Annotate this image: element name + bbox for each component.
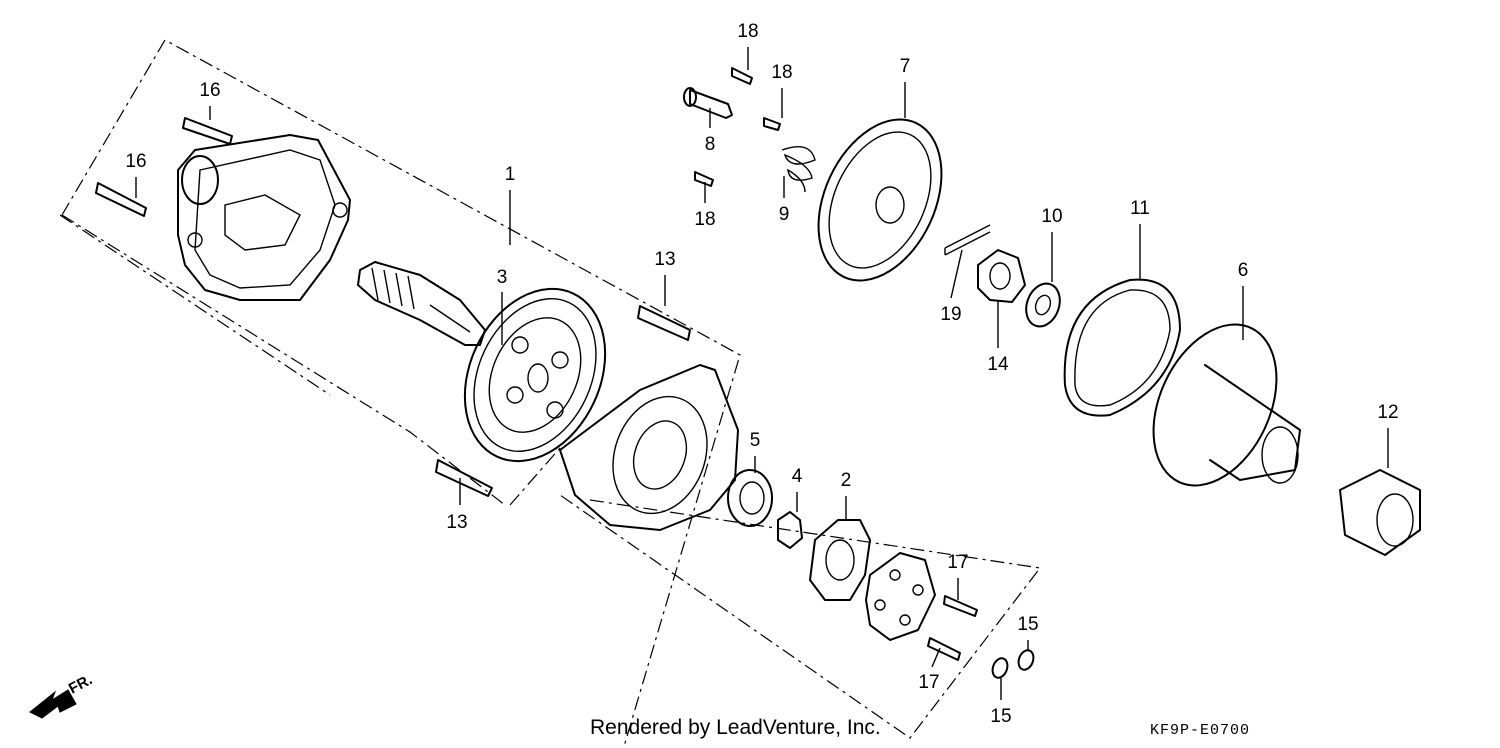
part-nut xyxy=(977,249,1026,303)
callout-7: 7 xyxy=(900,56,911,77)
callout-4: 4 xyxy=(792,466,803,487)
leader-lines xyxy=(135,47,1389,700)
part-outer-rotor xyxy=(727,469,773,527)
callout-10: 10 xyxy=(1041,206,1062,227)
callout-19: 19 xyxy=(940,304,961,325)
callout-16: 16 xyxy=(199,80,220,101)
part-washer xyxy=(1025,282,1061,328)
part-driven-gear xyxy=(463,287,607,463)
callout-14: 14 xyxy=(987,354,1009,375)
callout-13: 13 xyxy=(654,249,675,270)
part-drive-shaft xyxy=(357,261,486,346)
callout-1: 1 xyxy=(505,164,516,185)
callout-18: 18 xyxy=(737,21,758,42)
callout-17: 17 xyxy=(947,552,968,573)
part-pin xyxy=(683,87,733,119)
render-credit: Rendered by LeadVenture, Inc. xyxy=(590,716,881,739)
callout-6: 6 xyxy=(1238,260,1249,281)
callout-8: 8 xyxy=(705,134,716,155)
part-clip xyxy=(944,224,991,256)
callout-12: 12 xyxy=(1377,402,1398,423)
callout-13: 13 xyxy=(446,512,467,533)
part-spring xyxy=(781,146,816,193)
diagram-code: KF9P-E0700 xyxy=(1150,722,1251,739)
callout-3: 3 xyxy=(497,267,508,288)
callout-5: 5 xyxy=(750,430,761,451)
part-screws-18 xyxy=(694,67,781,187)
front-arrow-icon xyxy=(29,689,77,719)
group-outline xyxy=(59,39,1042,748)
callout-16: 16 xyxy=(125,151,146,172)
part-gasket xyxy=(1063,278,1181,417)
part-pump-housing xyxy=(1152,323,1301,487)
callout-9: 9 xyxy=(779,204,790,225)
part-pump-cover xyxy=(559,364,739,531)
part-inner-rotor xyxy=(777,511,803,549)
part-cover-plate xyxy=(865,552,936,641)
callout-18: 18 xyxy=(771,62,792,83)
callout-15: 15 xyxy=(1017,614,1038,635)
part-bolts xyxy=(95,117,978,661)
part-strainer-cover xyxy=(817,118,943,282)
part-oil-pump-body xyxy=(177,134,351,301)
part-orings xyxy=(991,649,1035,679)
callout-11: 11 xyxy=(1130,198,1150,219)
callout-17: 17 xyxy=(918,672,939,693)
callout-15: 15 xyxy=(990,706,1011,727)
part-plate xyxy=(809,519,871,601)
part-spline-collar xyxy=(1339,469,1421,556)
callout-2: 2 xyxy=(841,470,852,491)
front-direction-indicator: FR. xyxy=(29,671,95,719)
callout-18: 18 xyxy=(694,209,715,230)
